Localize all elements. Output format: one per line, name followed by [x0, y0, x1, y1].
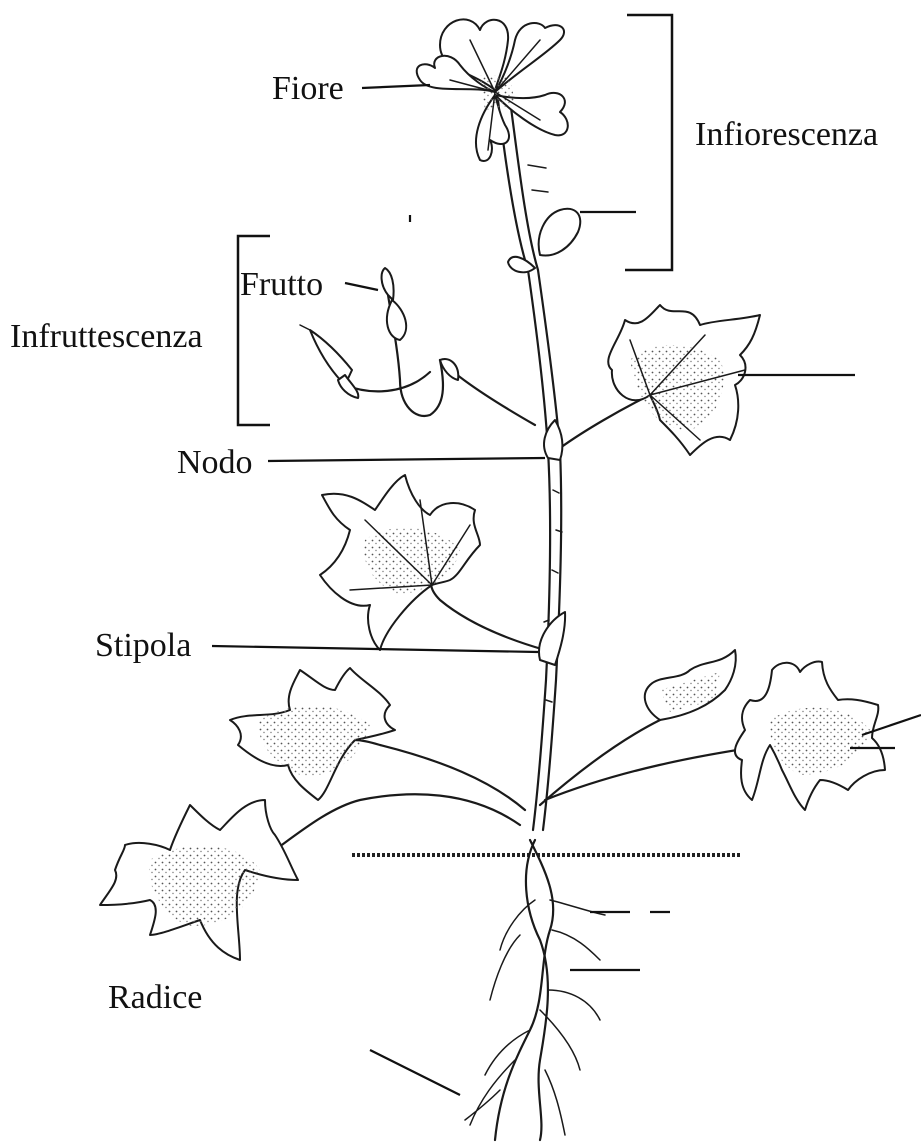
leaf-bottom-left — [100, 794, 520, 960]
leader-fiore — [362, 85, 430, 88]
leader-frutto — [345, 283, 378, 290]
label-fiore: Fiore — [272, 70, 344, 107]
leaf-upper-right — [560, 305, 760, 455]
inflorescence-bracket — [625, 15, 672, 270]
leaf-middle-left — [320, 475, 545, 650]
stipule — [539, 612, 565, 665]
label-infiorescenza: Infiorescenza — [695, 116, 878, 153]
flower-bud — [508, 165, 580, 272]
label-radice: Radice — [108, 979, 202, 1016]
label-stipola: Stipola — [95, 627, 191, 664]
fruit-cluster — [300, 268, 535, 425]
leader-stipola — [212, 646, 538, 652]
roots — [465, 840, 605, 1140]
flower — [417, 19, 568, 161]
label-infruttescenza: Infruttescenza — [10, 318, 203, 355]
leader-radice — [370, 1050, 460, 1095]
leaf-right-curled — [540, 650, 736, 805]
leader-nodo — [268, 458, 545, 461]
label-frutto: Frutto — [240, 266, 323, 303]
leaf-lower-left — [230, 668, 525, 810]
label-nodo: Nodo — [177, 444, 253, 481]
main-stem — [498, 100, 562, 830]
infructescence-bracket — [238, 236, 270, 425]
